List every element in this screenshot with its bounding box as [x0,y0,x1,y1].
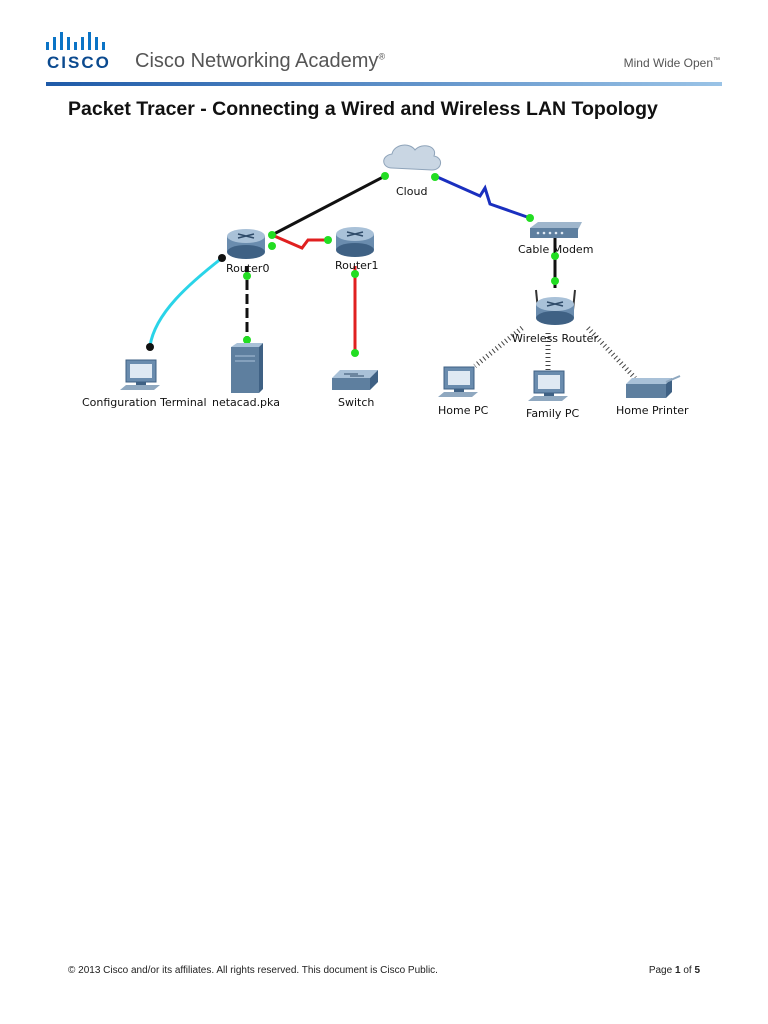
cloud-label: Cloud [396,185,427,198]
wireless-router-icon: Wireless Router [512,289,598,345]
footer-page-number: Page 1 of 5 [648,965,700,976]
router1-icon: Router1 [335,227,378,272]
link-cloud-router0 [269,174,386,238]
wireless-router-label: Wireless Router [512,332,598,345]
academy-name: Cisco Networking Academy® [135,50,386,72]
switch-label: Switch [338,396,374,409]
server-icon: netacad.pka [212,343,280,409]
home-pc-label: Home PC [438,404,489,417]
page-header: CISCO Cisco Networking Academy® Mind Wid… [0,0,768,90]
home-pc-icon: Home PC [438,366,489,417]
link-router0-router1 [271,233,328,250]
page-title: Packet Tracer - Connecting a Wired and W… [68,98,658,120]
link-cloud-cable-modem [434,174,531,220]
switch-icon: Switch [332,370,378,409]
cisco-wordmark: CISCO [47,53,111,72]
console-ports [146,254,226,351]
printer-icon: Home Printer [616,375,689,417]
network-topology-diagram: Cloud Cable Modem Router0 Router1 Wirele… [82,144,689,420]
tagline: Mind Wide Open™ [623,56,720,70]
cloud-icon: Cloud [383,144,441,198]
cisco-logo-icon [46,32,105,50]
router1-label: Router1 [335,259,378,272]
link-indicators [243,172,559,357]
header-rule [46,82,722,86]
cable-modem-icon: Cable Modem [518,222,593,256]
config-terminal-icon: Configuration Terminal [82,359,207,409]
config-terminal-label: Configuration Terminal [82,396,207,409]
router0-icon: Router0 [226,229,269,275]
router0-label: Router0 [226,262,269,275]
footer-copyright: © 2013 Cisco and/or its affiliates. All … [68,965,438,976]
link-console-terminal [148,256,223,347]
links [148,174,637,380]
family-pc-icon: Family PC [526,370,580,420]
home-printer-label: Home Printer [616,404,689,417]
cable-modem-label: Cable Modem [518,243,593,256]
server-label: netacad.pka [212,396,280,409]
family-pc-label: Family PC [526,407,580,420]
